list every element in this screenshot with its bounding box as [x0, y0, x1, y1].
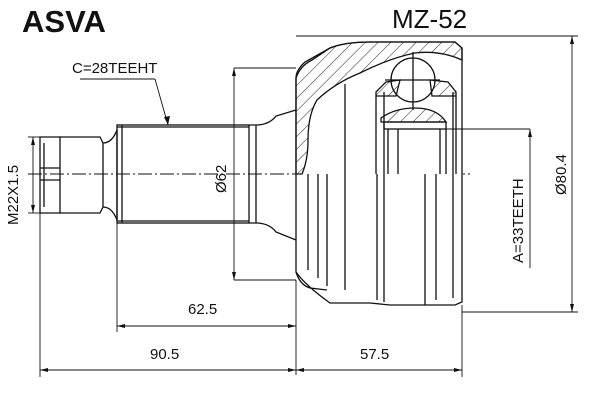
brand-logo: ASVA: [22, 4, 106, 39]
spline-inner-label: A=33TEETH: [510, 178, 527, 263]
total-shaft-length-dim: 90.5: [150, 346, 180, 363]
spline-outer-label: C=28TEEHT: [72, 60, 158, 77]
stub-length-dim: 62.5: [188, 301, 218, 318]
threaded-end: [39, 129, 118, 221]
thread-label: M22X1.5: [5, 164, 22, 225]
dimension-lines: [28, 35, 578, 377]
ball-cage: [375, 52, 457, 174]
housing-length-dim: 57.5: [360, 346, 390, 363]
shaft-diameter-dim: Ø62: [213, 164, 230, 193]
housing-diameter-dim: Ø80.4: [553, 154, 570, 195]
splined-shaft: [116, 109, 297, 241]
part-number: MZ-52: [392, 4, 468, 34]
